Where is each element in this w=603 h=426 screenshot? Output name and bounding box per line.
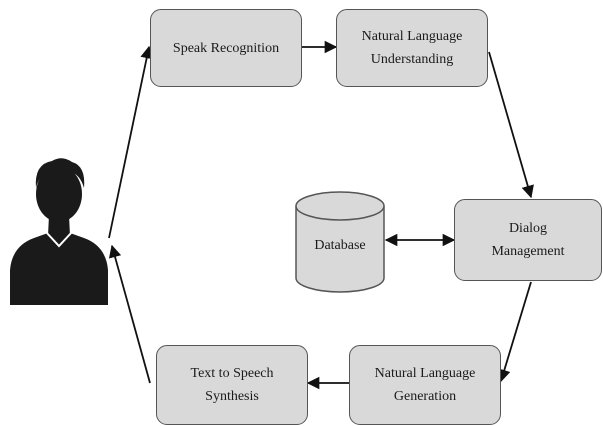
tts-box: Text to Speech Synthesis <box>156 345 308 425</box>
arrow-dialog-to-nlg <box>498 281 532 383</box>
database-label: Database <box>314 238 366 253</box>
nlu-box: Natural Language Understanding <box>336 9 488 87</box>
arrow-user-to-speech-recognition <box>108 45 153 239</box>
speech-recognition-box: Speak Recognition <box>150 9 302 87</box>
nlu-label: Natural Language Understanding <box>361 29 463 67</box>
tts-label: Text to Speech Synthesis <box>190 366 274 404</box>
nlg-box: Natural Language Generation <box>349 345 501 425</box>
database-cylinder-icon <box>295 191 385 293</box>
dialog-management-box: Dialog Management <box>454 199 602 281</box>
user-silhouette-icon <box>10 158 108 305</box>
nlg-label: Natural Language Generation <box>374 366 476 404</box>
dialog-management-label: Dialog Management <box>491 221 565 259</box>
arrow-nlu-to-dialog <box>488 51 534 199</box>
arrow-tts-to-user <box>108 244 151 384</box>
speech-recognition-label: Speak Recognition <box>172 40 280 56</box>
user-collar <box>45 231 73 248</box>
